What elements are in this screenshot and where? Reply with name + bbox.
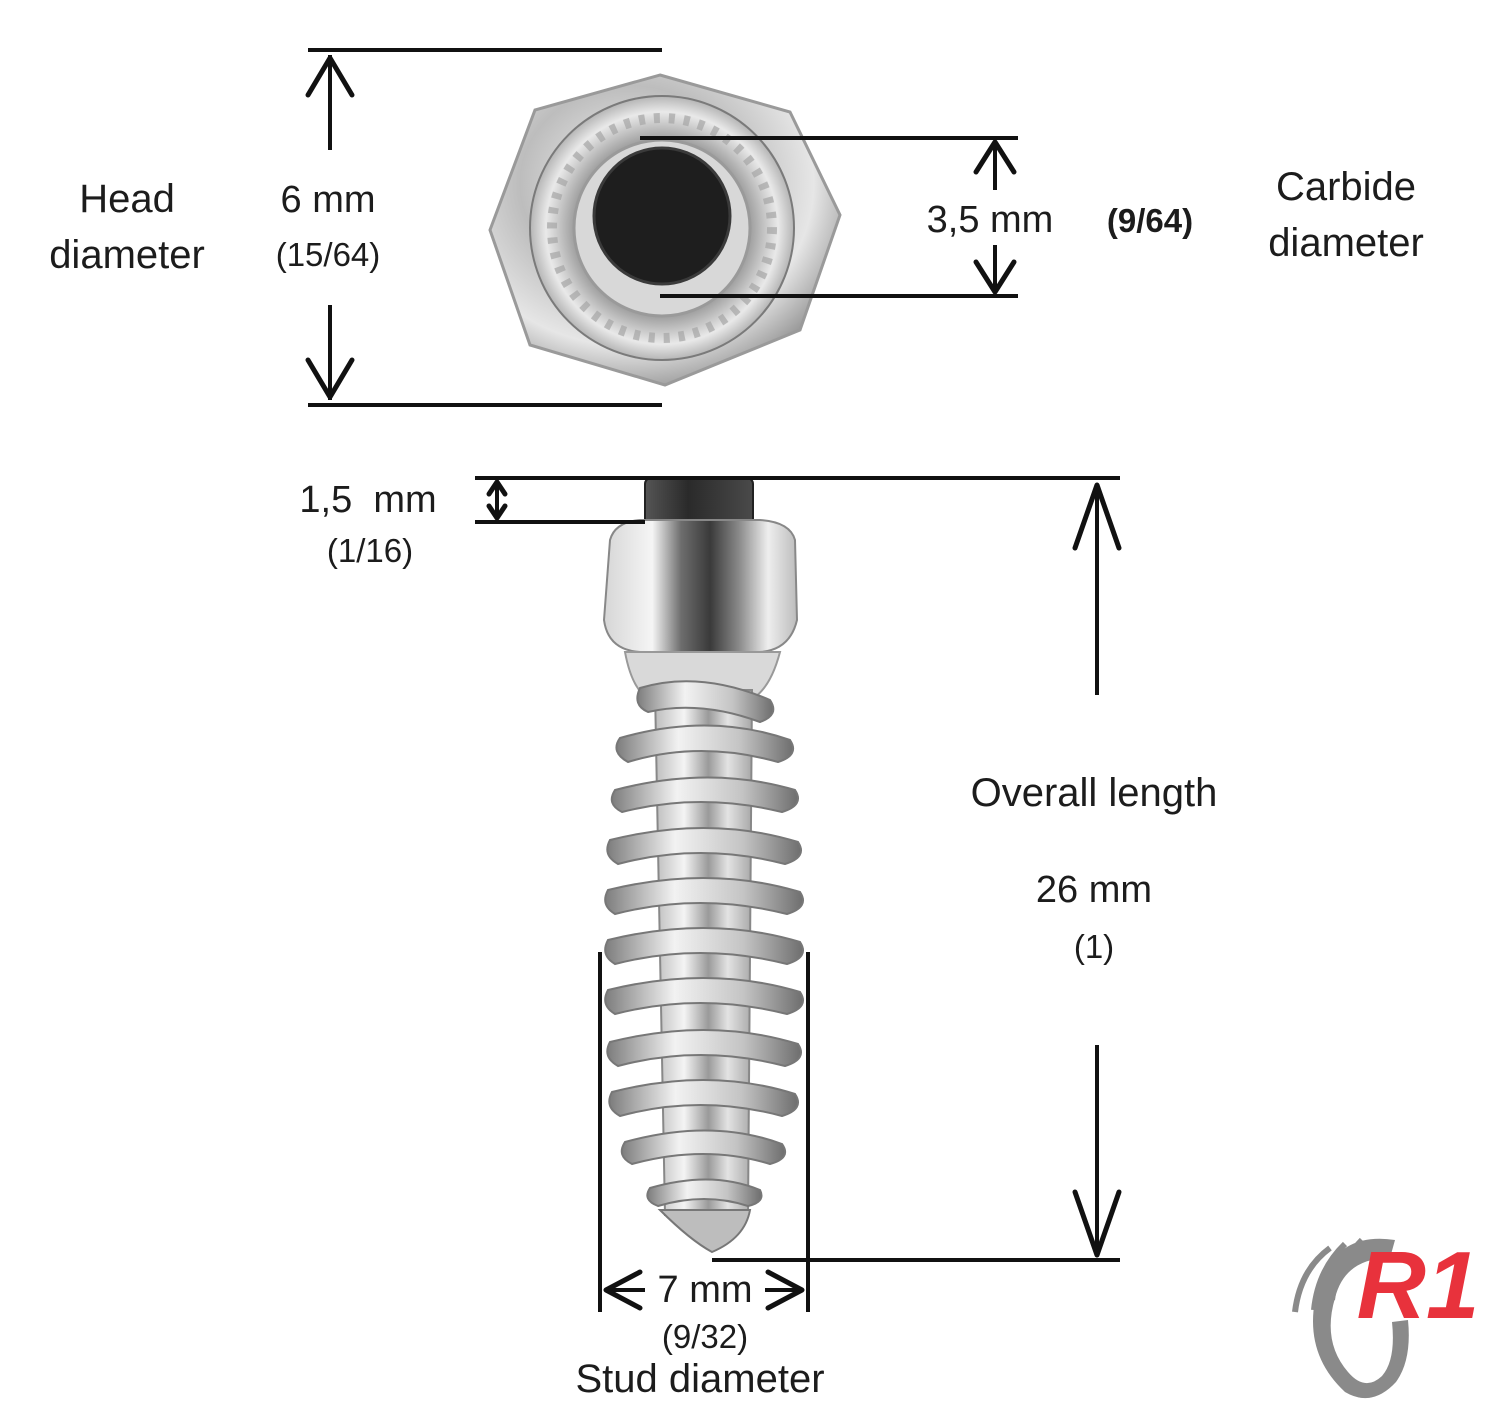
carbide-protrusion-dimension	[475, 476, 1120, 524]
carbide-pin-side	[644, 477, 754, 527]
stud-threads	[604, 680, 804, 1208]
head-diameter-dimension	[305, 48, 662, 407]
stud-diameter-label: Stud diameter	[575, 1357, 824, 1401]
stud-diameter-value-in: (9/32)	[662, 1318, 748, 1355]
stud-diameter-value-mm: 7 mm	[658, 1269, 753, 1311]
head-diameter-label-line2: diameter	[49, 233, 205, 277]
head-diameter-value-in: (15/64)	[276, 236, 381, 273]
head-diameter-value-mm: 6 mm	[281, 179, 376, 221]
stud-hex-body	[602, 519, 799, 653]
stud-diameter-dimension	[598, 952, 810, 1312]
carbide-protrusion-value-mm: 1,5 mm	[299, 479, 436, 521]
carbide-diameter-value-in: (9/64)	[1107, 202, 1193, 239]
overall-length-dimension	[712, 482, 1122, 1262]
head-diameter-label-line1: Head	[79, 177, 175, 221]
overall-length-value-in: (1)	[1074, 928, 1114, 965]
carbide-protrusion-value-in: (1/16)	[327, 532, 413, 569]
r1-logo-text: R1	[1357, 1232, 1480, 1339]
overall-length-label: Overall length	[971, 771, 1218, 815]
carbide-diameter-value-mm: 3,5 mm	[927, 199, 1054, 241]
overall-length-value-mm: 26 mm	[1036, 869, 1152, 911]
carbide-diameter-label-line1: Carbide	[1276, 165, 1416, 209]
stud-head-top-view	[488, 73, 842, 387]
stud-tip	[657, 1209, 752, 1254]
carbide-diameter-label-line2: diameter	[1268, 221, 1424, 265]
carbide-diameter-dimension	[640, 136, 1018, 298]
stud-side-view	[602, 477, 804, 1254]
r1-logo-icon: R1	[1292, 1232, 1480, 1399]
carbide-pin-top	[592, 146, 732, 286]
